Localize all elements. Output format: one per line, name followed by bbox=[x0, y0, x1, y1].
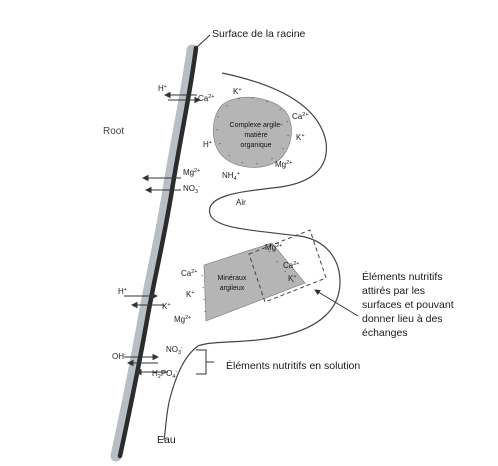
root-core bbox=[117, 45, 199, 459]
clay-organic-complex-particle bbox=[213, 97, 292, 168]
ion-k-root-low: K+ bbox=[162, 302, 171, 311]
ion-mg-root: Mg2+ bbox=[183, 168, 200, 177]
complex-label-line-2: matière bbox=[244, 132, 267, 139]
ion-mg-clay: Mg2+ bbox=[174, 315, 191, 324]
ion-h2po4: H2PO4- bbox=[152, 369, 177, 380]
svg-text:-: - bbox=[268, 249, 271, 256]
svg-text:-: - bbox=[241, 160, 244, 167]
exchange-nutrients-line-3: surfaces et pouvant bbox=[362, 299, 454, 311]
exchange-nutrients-line-2: attirés par les bbox=[362, 285, 425, 297]
ion-ca-top: Ca2+ bbox=[198, 94, 215, 103]
air-label: Air bbox=[236, 198, 246, 207]
root-outer-band bbox=[110, 44, 198, 462]
svg-text:-: - bbox=[226, 103, 229, 110]
complex-label-line-3: organique bbox=[240, 142, 271, 149]
svg-text:-: - bbox=[279, 107, 282, 114]
svg-text:-: - bbox=[266, 99, 269, 106]
svg-text:-: - bbox=[292, 279, 295, 286]
svg-text:-: - bbox=[204, 309, 207, 316]
clay-minerals-label-line-1: Minéraux bbox=[218, 275, 247, 282]
solution-bracket bbox=[196, 349, 207, 375]
ion-ca-right: Ca2+ bbox=[292, 112, 309, 121]
root-surface-pointer bbox=[195, 34, 211, 49]
svg-text:-: - bbox=[219, 141, 222, 148]
ion-k-box: K+ bbox=[288, 274, 297, 283]
svg-text:-: - bbox=[203, 297, 206, 304]
solution-nutrients-label: Éléments nutritifs en solution bbox=[226, 359, 360, 372]
ion-no3-bottom: NO3- bbox=[166, 345, 183, 356]
exchange-nutrients-line-5: échanges bbox=[362, 327, 408, 339]
svg-text:-: - bbox=[201, 273, 204, 280]
complex-label-line-1: Complexe argile- bbox=[230, 122, 284, 129]
ion-h-root-low: H+ bbox=[118, 287, 127, 296]
svg-text:-: - bbox=[256, 161, 259, 168]
ion-oh: OH- bbox=[112, 352, 126, 361]
root-surface-label: Surface de la racine bbox=[212, 28, 306, 40]
ion-h-left: H+ bbox=[203, 140, 212, 149]
svg-text:-: - bbox=[228, 153, 231, 160]
svg-text:-: - bbox=[276, 259, 279, 266]
exchange-zone-dashed-box bbox=[248, 229, 327, 303]
clay-mineral-surface-charges: ---- ---- bbox=[201, 249, 295, 316]
ion-mg-right: Mg2+ bbox=[275, 160, 292, 169]
ion-h-top: H+ bbox=[158, 84, 167, 93]
exchange-nutrients-line-4: donner lieu à des bbox=[362, 313, 443, 325]
ion-mg-box: Mg2+ bbox=[265, 243, 282, 252]
exchange-pointer-line bbox=[314, 289, 359, 317]
water-film-outline bbox=[163, 72, 341, 441]
exchange-arrows bbox=[124, 91, 202, 376]
svg-text:-: - bbox=[287, 133, 290, 140]
svg-text:-: - bbox=[252, 95, 255, 102]
svg-text:-: - bbox=[286, 119, 289, 126]
water-label: Eau bbox=[157, 434, 176, 446]
ion-no3-top: NO3- bbox=[183, 184, 200, 195]
svg-text:-: - bbox=[238, 96, 241, 103]
svg-text:-: - bbox=[282, 146, 285, 153]
ion-ca-box: Ca2+ bbox=[283, 261, 300, 270]
ion-k-clay: K+ bbox=[186, 290, 195, 299]
svg-text:-: - bbox=[216, 127, 219, 134]
clay-mineral-particle bbox=[203, 242, 306, 322]
ion-ca-clay: Ca2+ bbox=[181, 269, 198, 278]
svg-text:-: - bbox=[271, 156, 274, 163]
ion-k-top: K+ bbox=[233, 87, 242, 96]
svg-text:-: - bbox=[217, 114, 220, 121]
svg-text:-: - bbox=[284, 269, 287, 276]
exchange-nutrients-line-1: Éléments nutritifs bbox=[362, 270, 443, 283]
svg-text:-: - bbox=[202, 285, 205, 292]
ion-k-right: K+ bbox=[296, 133, 305, 142]
clay-minerals-label-line-2: argileux bbox=[220, 285, 245, 292]
complex-surface-charges: --- --- --- --- --- bbox=[216, 95, 290, 168]
ion-nh4: NH4+ bbox=[222, 171, 240, 182]
root-label: Root bbox=[103, 126, 124, 137]
